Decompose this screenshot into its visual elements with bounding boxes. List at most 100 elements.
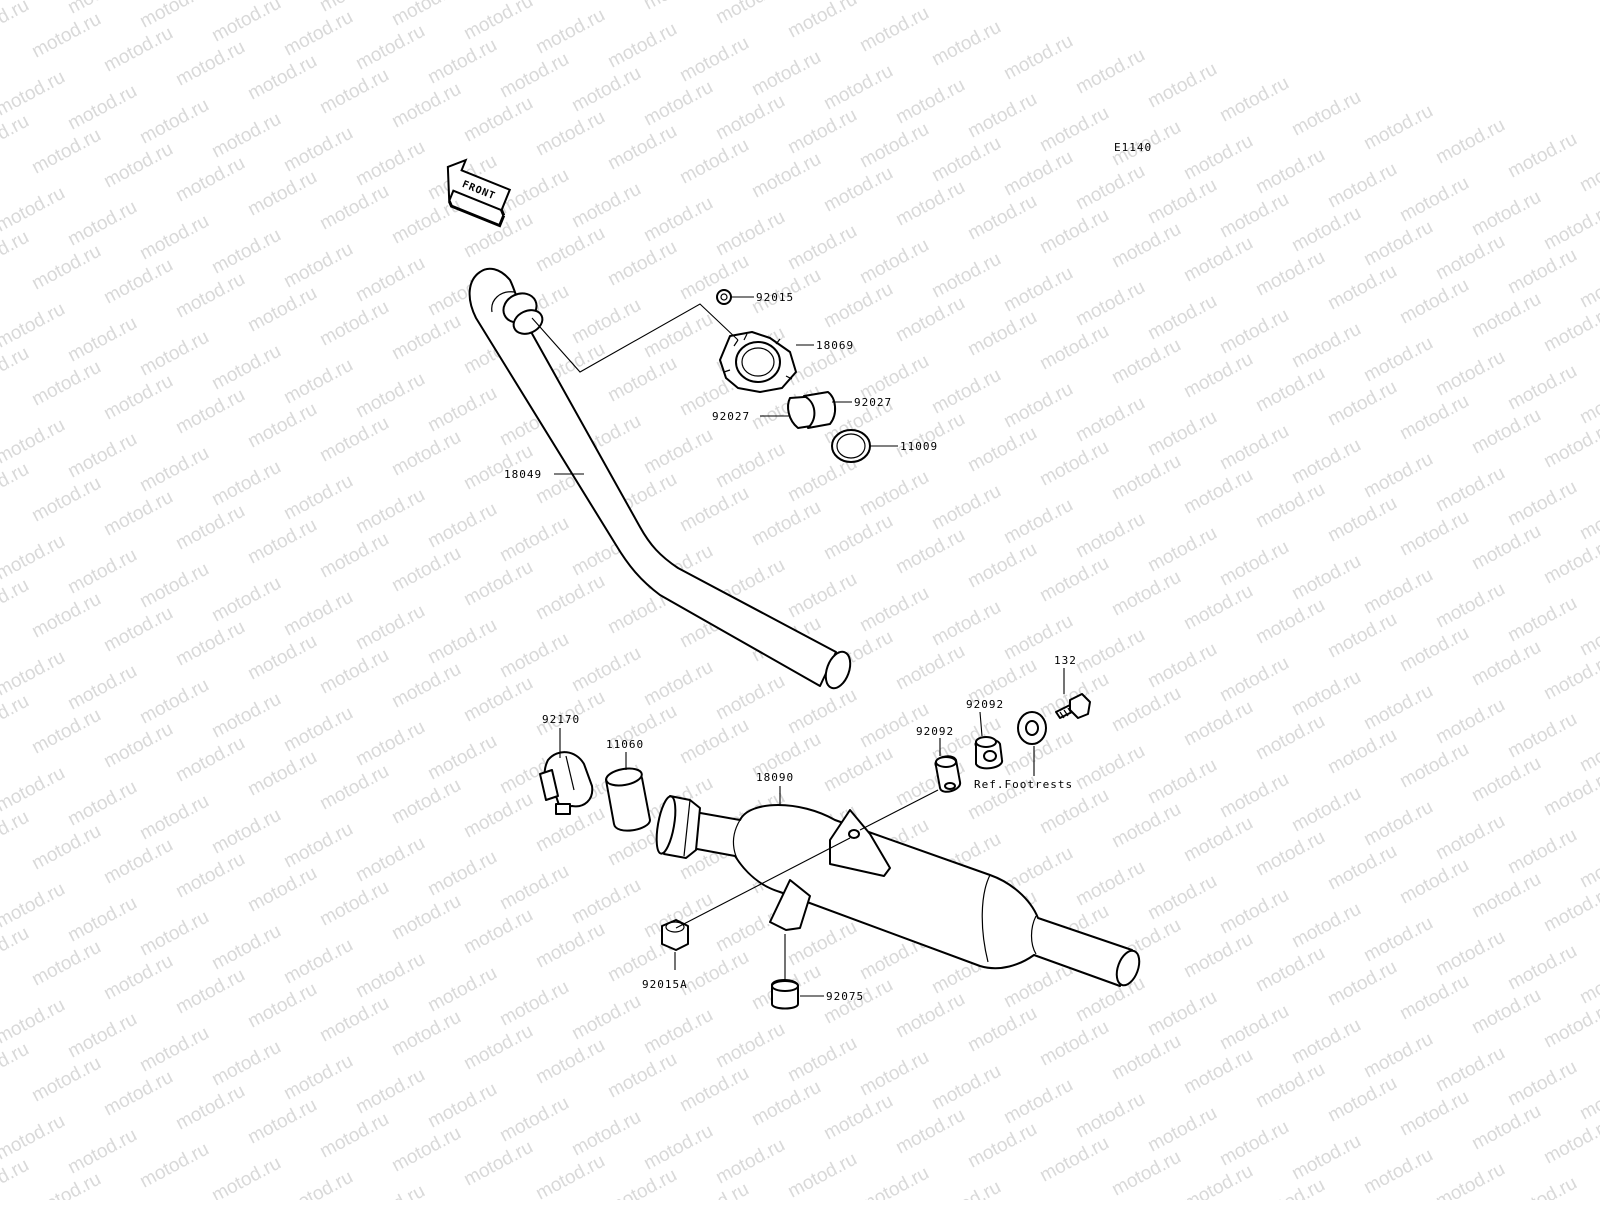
watermark-text: motod.ru bbox=[280, 239, 356, 293]
rubber-damper-92075 bbox=[772, 980, 798, 1009]
watermark-text: motod.ru bbox=[928, 1177, 1004, 1200]
watermark-text: motod.ru bbox=[964, 539, 1040, 593]
watermark-text: motod.ru bbox=[1144, 407, 1220, 461]
watermark-text: motod.ru bbox=[352, 137, 428, 191]
watermark-text: motod.ru bbox=[316, 0, 392, 16]
watermark-text: motod.ru bbox=[1180, 929, 1256, 983]
watermark-text: motod.ru bbox=[856, 583, 932, 637]
watermark-text: motod.ru bbox=[1396, 391, 1472, 445]
watermark-text: motod.ru bbox=[28, 9, 104, 63]
watermark-text: motod.ru bbox=[64, 545, 140, 599]
watermark-text: motod.ru bbox=[316, 993, 392, 1047]
watermark-text: motod.ru bbox=[388, 659, 464, 713]
watermark-text: motod.ru bbox=[1144, 755, 1220, 809]
watermark-text: motod.ru bbox=[1180, 349, 1256, 403]
watermark-text: motod.ru bbox=[1432, 811, 1508, 865]
watermark-text: motod.ru bbox=[0, 995, 69, 1049]
watermark-text: motod.ru bbox=[1360, 101, 1436, 155]
watermark-text: motod.ru bbox=[856, 119, 932, 173]
watermark-text: motod.ru bbox=[424, 383, 500, 437]
watermark-text: motod.ru bbox=[748, 1077, 824, 1131]
watermark-text: motod.ru bbox=[964, 423, 1040, 477]
watermark-text: motod.ru bbox=[244, 51, 320, 105]
watermark-text: motod.ru bbox=[820, 511, 896, 565]
watermark-text: motod.ru bbox=[280, 355, 356, 409]
watermark-text: motod.ru bbox=[460, 905, 536, 959]
watermark-text: motod.ru bbox=[1360, 1029, 1436, 1083]
watermark-text: motod.ru bbox=[136, 1023, 212, 1077]
watermark-text: motod.ru bbox=[1216, 189, 1292, 243]
watermark-text: motod.ru bbox=[280, 819, 356, 873]
watermark-text: motod.ru bbox=[136, 559, 212, 613]
watermark-text: motod.ru bbox=[280, 703, 356, 757]
watermark-text: motod.ru bbox=[640, 657, 716, 711]
watermark-text: motod.ru bbox=[28, 589, 104, 643]
watermark-text: motod.ru bbox=[1108, 335, 1184, 389]
watermark-text: motod.ru bbox=[1504, 477, 1580, 531]
watermark-text: motod.ru bbox=[1360, 217, 1436, 271]
watermark-text: motod.ru bbox=[1036, 1017, 1112, 1071]
watermark-text: motod.ru bbox=[928, 133, 1004, 187]
watermark-text: motod.ru bbox=[1468, 521, 1544, 575]
watermark-text: motod.ru bbox=[352, 1065, 428, 1119]
watermark-text: motod.ru bbox=[1036, 1133, 1112, 1187]
watermark-text: motod.ru bbox=[856, 235, 932, 289]
watermark-text: motod.ru bbox=[1216, 1001, 1292, 1055]
watermark-text: motod.ru bbox=[748, 497, 824, 551]
watermark-text: motod.ru bbox=[1432, 927, 1508, 981]
watermark-text: motod.ru bbox=[532, 5, 608, 59]
label-92092-upper: 92092 bbox=[966, 698, 1004, 711]
watermark-text: motod.ru bbox=[1540, 303, 1600, 357]
watermark-text: motod.ru bbox=[100, 951, 176, 1005]
watermark-text: motod.ru bbox=[352, 717, 428, 771]
watermark-text: motod.ru bbox=[856, 467, 932, 521]
watermark-text: motod.ru bbox=[1324, 609, 1400, 663]
watermark-text: motod.ru bbox=[892, 75, 968, 129]
watermark-text: motod.ru bbox=[1504, 1173, 1580, 1200]
watermark-text: motod.ru bbox=[352, 833, 428, 887]
watermark-text: motod.ru bbox=[1036, 205, 1112, 259]
watermark-text: motod.ru bbox=[208, 457, 284, 511]
watermark-text: motod.ru bbox=[172, 37, 248, 91]
watermark-text: motod.ru bbox=[1036, 103, 1112, 157]
watermark-text: motod.ru bbox=[892, 989, 968, 1043]
watermark-text: motod.ru bbox=[820, 279, 896, 333]
watermark-text: motod.ru bbox=[352, 369, 428, 423]
watermark-text: motod.ru bbox=[208, 109, 284, 163]
label-11060: 11060 bbox=[606, 738, 644, 751]
watermark-text: motod.ru bbox=[1000, 495, 1076, 549]
watermark-text: motod.ru bbox=[1180, 233, 1256, 287]
watermark-text: motod.ru bbox=[100, 603, 176, 657]
label-92027-right: 92027 bbox=[854, 396, 892, 409]
watermark-text: motod.ru bbox=[1288, 551, 1364, 605]
watermark-text: motod.ru bbox=[460, 557, 536, 611]
watermark-text: motod.ru bbox=[28, 937, 104, 991]
watermark-text: motod.ru bbox=[496, 49, 572, 103]
watermark-text: motod.ru bbox=[316, 297, 392, 351]
watermark-text: motod.ru bbox=[1396, 507, 1472, 561]
watermark-text: motod.ru bbox=[1360, 565, 1436, 619]
watermark-text: motod.ru bbox=[1180, 813, 1256, 867]
watermark-text: motod.ru bbox=[532, 919, 608, 973]
watermark-text: motod.ru bbox=[208, 0, 284, 46]
watermark-text: motod.ru bbox=[640, 0, 716, 14]
watermark-text: motod.ru bbox=[1504, 709, 1580, 763]
watermark-text: motod.ru bbox=[1180, 131, 1256, 185]
watermark-text: motod.ru bbox=[1324, 725, 1400, 779]
watermark-text: motod.ru bbox=[244, 283, 320, 337]
watermark-text: motod.ru bbox=[1396, 855, 1472, 909]
watermark-text: motod.ru bbox=[136, 907, 212, 961]
watermark-text: motod.ru bbox=[928, 365, 1004, 419]
watermark-text: motod.ru bbox=[136, 0, 212, 32]
watermark-text: motod.ru bbox=[676, 483, 752, 537]
watermark-text: motod.ru bbox=[1288, 1131, 1364, 1185]
watermark-text: motod.ru bbox=[1252, 827, 1328, 881]
watermark-text: motod.ru bbox=[1036, 553, 1112, 607]
watermark-text: motod.ru bbox=[0, 531, 69, 585]
watermark-text: motod.ru bbox=[496, 977, 572, 1031]
watermark-text: motod.ru bbox=[784, 1149, 860, 1200]
watermark-text: motod.ru bbox=[532, 1151, 608, 1200]
watermark-text: motod.ru bbox=[388, 891, 464, 945]
